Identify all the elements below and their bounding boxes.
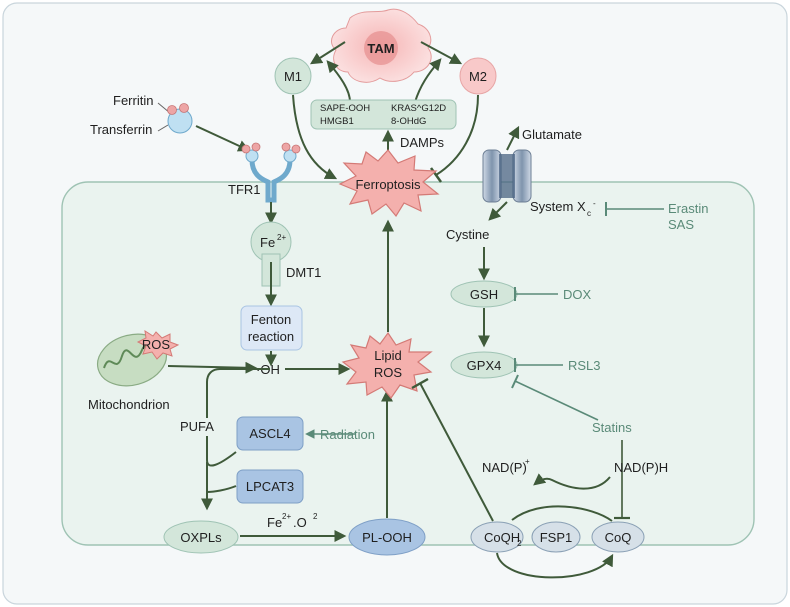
pl-ooh-node: PL-OOH <box>348 518 426 556</box>
ferritin-label: Ferritin <box>113 93 153 108</box>
lipid-ros-label-line1: Lipid <box>374 348 401 363</box>
m1-macrophage: M1 <box>274 57 312 95</box>
damps-to-m1-arrow <box>326 60 351 103</box>
tam-label: TAM <box>367 41 394 56</box>
nadp-plus-label: NAD(P) + <box>482 457 530 475</box>
fe-o2-sup2: 2 <box>313 512 318 521</box>
damp-kras: KRAS^G12D <box>391 103 446 114</box>
nadph-to-nadp-arrow <box>533 473 611 490</box>
fe2-label: Fe <box>260 235 275 250</box>
lipid-ros-label-line2: ROS <box>374 365 403 380</box>
statins-to-gpx4-inhibit-line <box>514 380 599 421</box>
damps-label: DAMPs <box>400 135 445 150</box>
statins-gpx4-inhibit-bar <box>511 374 519 389</box>
fsp1-node: FSP1 <box>531 521 581 553</box>
coq-node: CoQ <box>591 521 645 553</box>
lpcat3-label: LPCAT3 <box>246 479 294 494</box>
transferrin-iron-icon <box>157 102 193 134</box>
gsh-label: GSH <box>470 287 498 302</box>
coq-reduction-upper-arc <box>511 505 613 522</box>
lpcat3-box: LPCAT3 <box>236 469 304 504</box>
tfr1-receptor <box>241 142 301 203</box>
m2-inhibits-ferroptosis <box>435 94 479 176</box>
fenton-reaction-box: Fenton reaction <box>240 305 303 351</box>
glutamate-label: Glutamate <box>522 127 582 142</box>
nadp-sup: + <box>525 457 530 466</box>
damp-sape-ooh: SAPE-OOH <box>320 103 370 114</box>
ros-label: ROS <box>142 337 171 352</box>
tfr1-label: TFR1 <box>228 182 261 197</box>
fe-o2-sup1: 2+ <box>282 512 291 521</box>
pufa-label: PUFA <box>180 419 214 434</box>
system-xc-text: System X <box>530 199 586 214</box>
nadph-label: NAD(P)H <box>614 460 668 475</box>
damps-box: SAPE-OOH HMGB1 KRAS^G12D 8-OHdG <box>310 99 457 130</box>
coqh2-sub: 2 <box>517 539 522 548</box>
gpx4-node: GPX4 <box>450 351 518 379</box>
damp-8-ohdg: 8-OHdG <box>391 116 426 127</box>
oxpls-label: OXPLs <box>180 530 222 545</box>
oh-to-pufa-line <box>206 368 270 418</box>
nadp-text: NAD(P) <box>482 460 527 475</box>
system-xc-channel <box>482 149 532 203</box>
fe-o2-o: .O <box>293 515 307 530</box>
damps-to-m2-arrow <box>414 58 442 103</box>
tam-to-m2-arrow <box>420 41 463 65</box>
cystine-import-arrow <box>488 201 508 221</box>
mito-to-oh-arrow <box>167 361 258 374</box>
gpx4-label: GPX4 <box>467 358 502 373</box>
pl-ooh-label: PL-OOH <box>362 530 412 545</box>
lpcat3-line <box>206 485 237 493</box>
ros-burst: ROS <box>136 330 180 360</box>
dox-label: DOX <box>563 287 592 302</box>
tam-cell: TAM <box>331 8 432 83</box>
mitochondrion-label: Mitochondrion <box>88 397 170 412</box>
cystine-label: Cystine <box>446 227 489 242</box>
m1-label: M1 <box>284 69 302 84</box>
coq-cycle-lower-arc <box>496 552 614 579</box>
sas-label: SAS <box>668 217 694 232</box>
ascl4-box: ASCL4 <box>236 416 304 451</box>
erastin-label: Erastin <box>668 201 708 216</box>
m2-macrophage: M2 <box>459 57 497 95</box>
coqh2-lipid-ros-inhibit-bar <box>411 377 429 390</box>
system-xc-sub: c <box>587 209 591 218</box>
statins-label: Statins <box>592 420 632 435</box>
coqh2-node: CoQH 2 <box>470 521 524 553</box>
fe-o2-condition: Fe 2+ .O 2 <box>267 512 318 530</box>
m2-label: M2 <box>469 69 487 84</box>
rsl3-label: RSL3 <box>568 358 601 373</box>
m1-to-ferroptosis-arrow <box>292 94 338 180</box>
pufa-ascl4-line <box>206 436 237 467</box>
oxpls-node: OXPLs <box>163 520 239 554</box>
glutamate-export-arrow <box>506 125 520 151</box>
system-xc-sup: - <box>593 199 596 208</box>
fsp1-label: FSP1 <box>540 530 573 545</box>
gsh-node: GSH <box>450 280 518 308</box>
fe2-superscript: 2+ <box>277 233 286 242</box>
dmt1-label: DMT1 <box>286 265 321 280</box>
transferrin-to-tfr1-arrow <box>195 125 251 152</box>
transferrin-label: Transferrin <box>90 122 152 137</box>
system-xc-label: System X c - <box>530 199 596 218</box>
fenton-label-line2: reaction <box>248 329 294 344</box>
radiation-label: Radiation <box>320 427 375 442</box>
coqh2-inhibits-lipid-ros-line <box>419 382 494 522</box>
ascl4-label: ASCL4 <box>249 426 290 441</box>
ferroptosis-label: Ferroptosis <box>355 177 421 192</box>
damp-hmgb1: HMGB1 <box>320 116 354 127</box>
coqh2-text: CoQH <box>484 530 520 545</box>
fe-o2-fe: Fe <box>267 515 282 530</box>
ferroptosis-node: Ferroptosis <box>338 149 440 218</box>
lipid-ros-node: Lipid ROS <box>341 331 433 399</box>
fenton-label-line1: Fenton <box>251 312 291 327</box>
tam-to-m1-arrow <box>309 41 346 65</box>
coq-label: CoQ <box>605 530 632 545</box>
